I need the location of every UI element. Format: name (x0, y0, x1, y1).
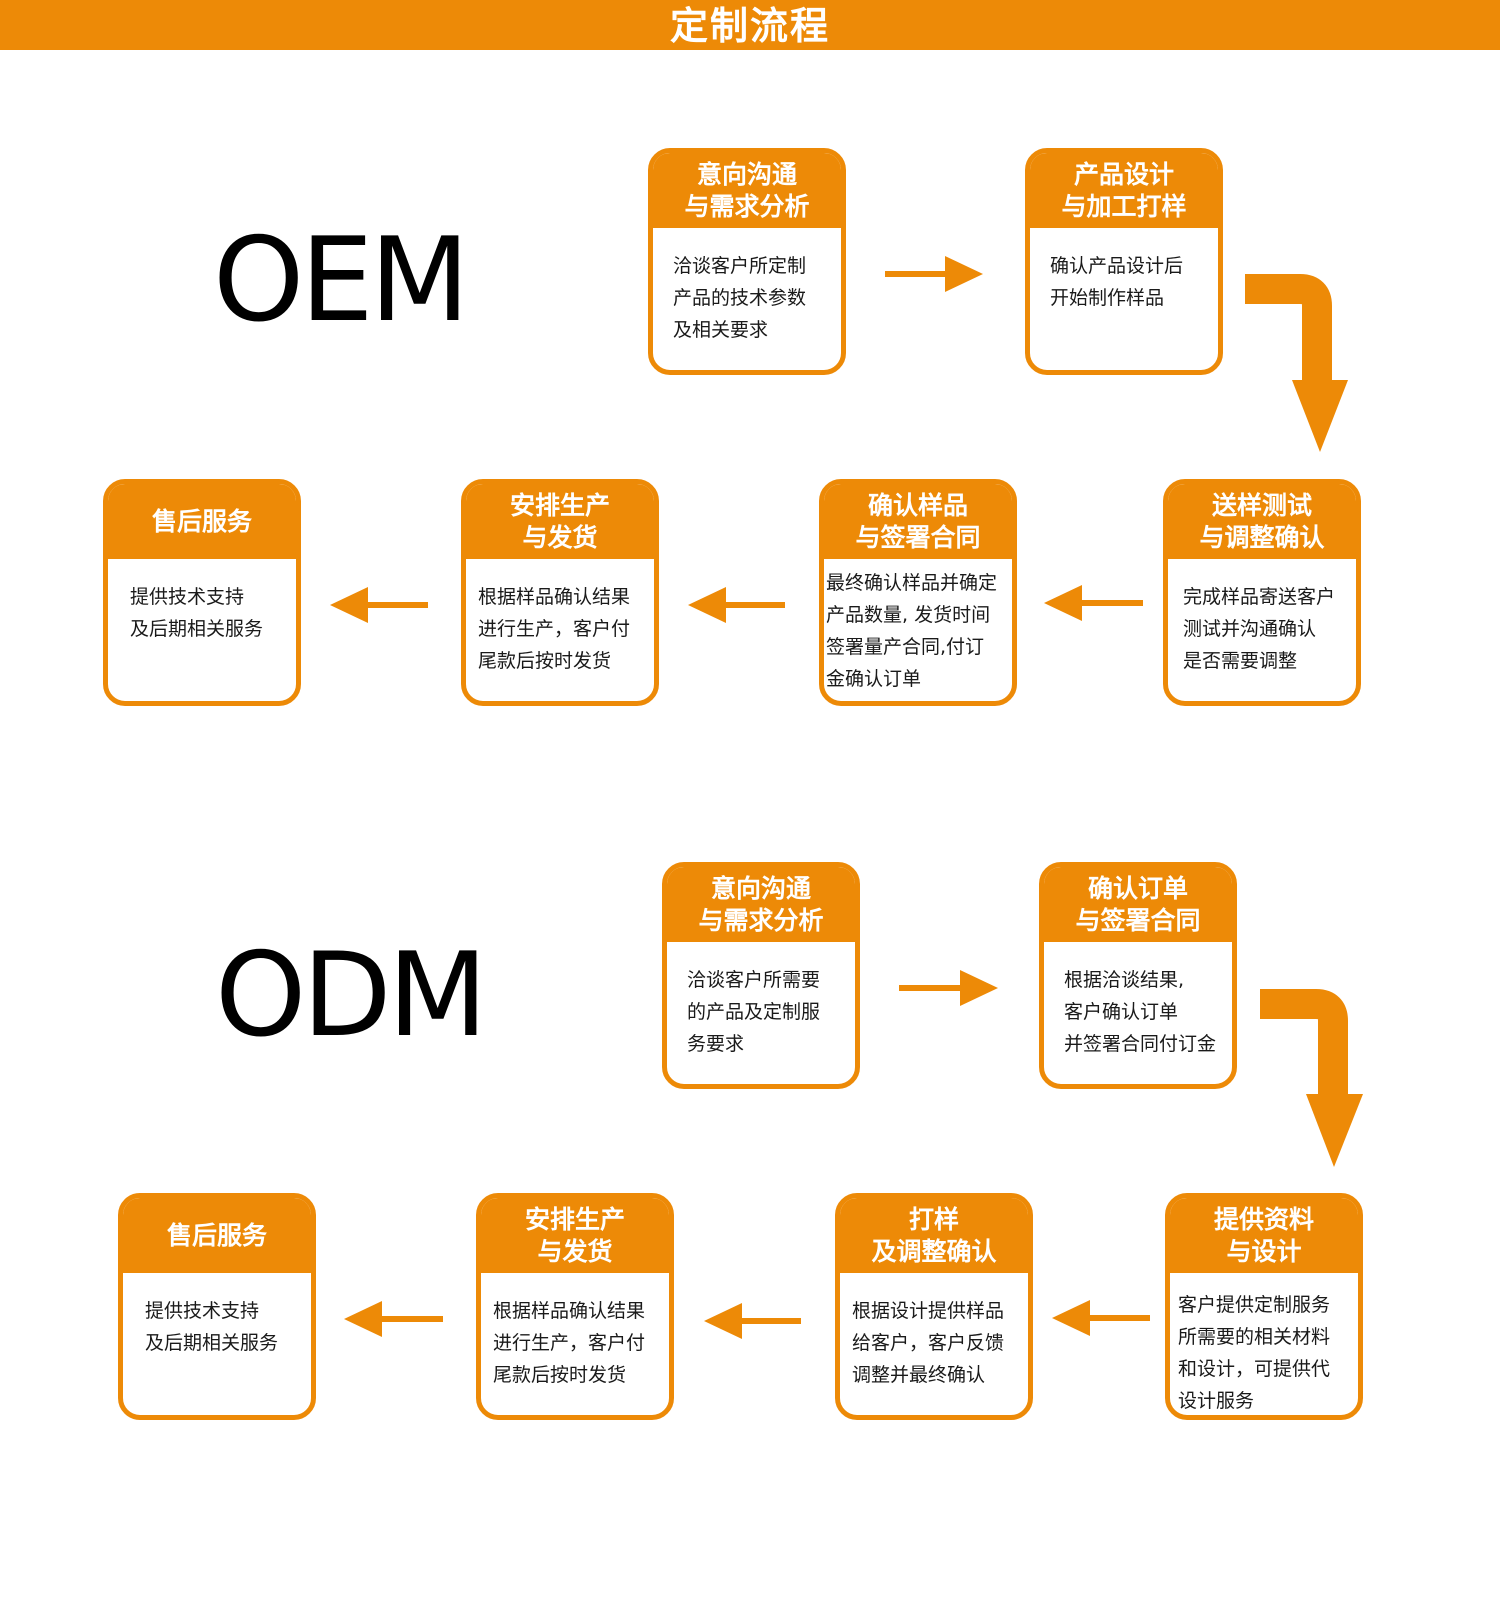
oem-step-4-body-line-3: 签署量产合同,付订 (826, 636, 985, 658)
odm-step-1-body-line-2: 的产品及定制服 (687, 1001, 821, 1023)
odm-step-2-title-line-1: 确认订单 (1087, 873, 1188, 903)
odm-step-4-title-line-2: 及调整确认 (871, 1236, 997, 1266)
odm-step-6: 售后服务 提供技术支持及后期相关服务 (118, 1193, 316, 1420)
odm-step-2: 确认订单与签署合同 根据洽谈结果, 客户确认订单并签署合同付订金 (1039, 862, 1237, 1089)
oem-arrow-left-icon-3 (330, 587, 428, 623)
odm-step-2-title-line-2: 与签署合同 (1075, 905, 1201, 935)
oem-step-4-body-line-2: 产品数量, 发货时间 (826, 604, 991, 626)
oem-step-5-body-line-1: 根据样品确认结果 (478, 586, 631, 608)
oem-step-5-body-line-3: 尾款后按时发货 (478, 650, 612, 672)
oem-step-4-body-line-1: 最终确认样品并确定 (826, 572, 998, 594)
odm-step-1-body-line-1: 洽谈客户所需要 (687, 969, 821, 991)
odm-step-3-body-line-4: 设计服务 (1178, 1390, 1255, 1412)
oem-step-6-title-line-1: 售后服务 (151, 506, 252, 536)
odm-label: ODM (215, 928, 488, 1063)
odm-step-3-body-line-1: 客户提供定制服务 (1178, 1294, 1331, 1316)
odm-arrow-right-icon (899, 970, 998, 1006)
odm-step-1-title-line-1: 意向沟通 (710, 873, 811, 903)
oem-step-2: 产品设计与加工打样 确认产品设计后开始制作样品 (1025, 148, 1223, 375)
oem-step-2-body-line-1: 确认产品设计后 (1050, 255, 1184, 277)
odm-arrow-left-icon-2 (704, 1303, 801, 1339)
odm-arrow-left-icon-3 (344, 1301, 443, 1337)
header-bar (0, 0, 1500, 50)
odm-step-4-title-line-1: 打样 (908, 1204, 959, 1234)
oem-step-3-body-line-1: 完成样品寄送客户 (1183, 586, 1336, 608)
odm-step-6-body-line-2: 及后期相关服务 (145, 1332, 279, 1354)
oem-arrow-left-icon-2 (688, 587, 785, 623)
odm-arrow-left-icon-1 (1052, 1300, 1150, 1336)
oem-step-5-body-line-2: 进行生产，客户付 (478, 618, 631, 640)
odm-step-5-body-line-3: 尾款后按时发货 (493, 1364, 627, 1386)
oem-arrow-left-icon-1 (1044, 585, 1143, 621)
oem-step-5-title-line-2: 与发货 (522, 522, 598, 552)
oem-arrow-down-turn-icon (1245, 274, 1348, 452)
odm-step-3-title-line-2: 与设计 (1226, 1236, 1302, 1266)
oem-step-2-title-line-1: 产品设计 (1073, 159, 1174, 189)
oem-step-6-body-line-2: 及后期相关服务 (130, 618, 264, 640)
odm-step-1-title-line-2: 与需求分析 (698, 905, 824, 935)
odm-step-3-body-line-2: 所需要的相关材料 (1178, 1326, 1331, 1348)
oem-arrow-right-icon (885, 256, 983, 292)
odm-arrow-down-turn-icon (1260, 989, 1363, 1167)
oem-step-5: 安排生产与发货 根据样品确认结果进行生产，客户付尾款后按时发货 (461, 479, 659, 706)
odm-step-4-body-line-2: 给客户，客户反馈 (852, 1332, 1005, 1354)
odm-step-6-body-line-1: 提供技术支持 (145, 1300, 260, 1322)
oem-step-4-title-line-2: 与签署合同 (855, 522, 981, 552)
odm-step-2-body-line-1: 根据洽谈结果, (1064, 969, 1185, 991)
oem-step-1-title-line-2: 与需求分析 (684, 191, 810, 221)
oem-step-2-body-line-2: 开始制作样品 (1050, 287, 1165, 309)
oem-label: OEM (213, 213, 470, 348)
odm-step-4-body-line-3: 调整并最终确认 (852, 1364, 986, 1386)
odm-step-4-body-line-1: 根据设计提供样品 (852, 1300, 1005, 1322)
oem-step-1-body-line-2: 产品的技术参数 (673, 287, 807, 309)
oem-step-4-title-line-1: 确认样品 (867, 490, 968, 520)
oem-step-3-title-line-1: 送样测试 (1211, 490, 1312, 520)
odm-step-5-body-line-1: 根据样品确认结果 (493, 1300, 646, 1322)
odm-step-2-body-line-3: 并签署合同付订金 (1064, 1033, 1217, 1055)
oem-step-1: 意向沟通与需求分析 洽谈客户所定制产品的技术参数及相关要求 (648, 148, 846, 375)
odm-step-5: 安排生产与发货 根据样品确认结果进行生产，客户付尾款后按时发货 (476, 1193, 674, 1420)
oem-step-1-body-line-1: 洽谈客户所定制 (673, 255, 807, 277)
oem-step-4: 确认样品与签署合同 最终确认样品并确定产品数量, 发货时间签署量产合同,付订金确… (819, 479, 1017, 706)
oem-step-1-body-line-3: 及相关要求 (673, 319, 769, 341)
odm-step-4: 打样及调整确认 根据设计提供样品给客户，客户反馈调整并最终确认 (835, 1193, 1033, 1420)
oem-step-2-title-line-2: 与加工打样 (1061, 191, 1187, 221)
odm-step-1: 意向沟通与需求分析 洽谈客户所需要的产品及定制服务要求 (662, 862, 860, 1089)
odm-step-3-body-line-3: 和设计，可提供代 (1178, 1358, 1331, 1380)
oem-step-5-title-line-1: 安排生产 (509, 490, 610, 520)
odm-step-3: 提供资料与设计 客户提供定制服务所需要的相关材料和设计，可提供代设计服务 (1165, 1193, 1363, 1420)
odm-step-5-title-line-2: 与发货 (537, 1236, 613, 1266)
oem-step-6-body-line-1: 提供技术支持 (130, 586, 245, 608)
odm-step-2-body-line-2: 客户确认订单 (1064, 1001, 1179, 1023)
oem-step-3-title-line-2: 与调整确认 (1199, 522, 1325, 552)
oem-step-3-body-line-2: 测试并沟通确认 (1183, 618, 1317, 640)
oem-step-3-body-line-3: 是否需要调整 (1183, 650, 1298, 672)
oem-step-4-body-line-4: 金确认订单 (826, 668, 922, 690)
odm-step-3-title-line-1: 提供资料 (1213, 1204, 1314, 1234)
oem-step-1-title-line-1: 意向沟通 (696, 159, 797, 189)
odm-step-1-body-line-3: 务要求 (687, 1033, 745, 1055)
odm-step-5-title-line-1: 安排生产 (524, 1204, 625, 1234)
oem-step-6: 售后服务 提供技术支持及后期相关服务 (103, 479, 301, 706)
oem-step-3: 送样测试与调整确认 完成样品寄送客户测试并沟通确认是否需要调整 (1163, 479, 1361, 706)
odm-step-5-body-line-2: 进行生产，客户付 (493, 1332, 646, 1354)
odm-step-6-title-line-1: 售后服务 (166, 1220, 267, 1250)
page-title: 定制流程 (669, 4, 830, 48)
